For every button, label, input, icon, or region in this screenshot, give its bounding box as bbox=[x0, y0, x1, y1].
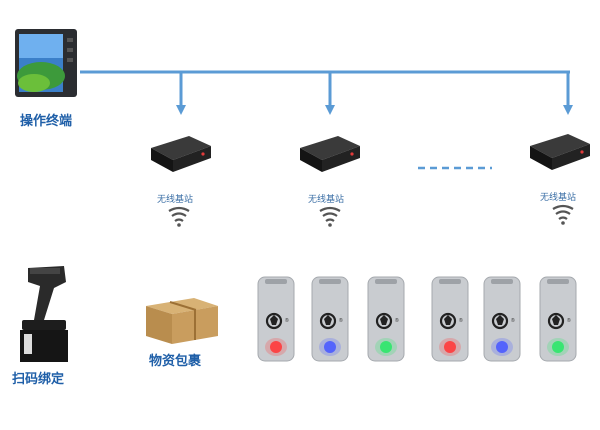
scanner-label: 扫码绑定 bbox=[12, 372, 65, 387]
terminal-device bbox=[14, 28, 80, 100]
scanner-device bbox=[18, 262, 70, 366]
base-station-label-1: 无线基站 bbox=[157, 195, 194, 205]
wireless-signal-icon bbox=[548, 204, 578, 226]
base-station-2 bbox=[298, 134, 362, 174]
package-label: 物资包裹 bbox=[149, 354, 202, 369]
wireless-signal-icon bbox=[315, 206, 345, 228]
base-station-label-3: 无线基站 bbox=[540, 193, 577, 203]
svg-text:®: ® bbox=[339, 317, 343, 324]
cardboard-box-icon bbox=[146, 298, 218, 344]
rfid-tag-icon: ® bbox=[483, 276, 521, 362]
router-box-icon bbox=[530, 134, 590, 170]
rfid-tag-icon: ® bbox=[539, 276, 577, 362]
svg-text:®: ® bbox=[395, 317, 399, 324]
router-box-icon bbox=[151, 136, 211, 172]
svg-text:®: ® bbox=[459, 317, 463, 324]
rfid-tag-icon: ® bbox=[311, 276, 349, 362]
svg-text:®: ® bbox=[285, 317, 289, 324]
rfid-tag-icon: ® bbox=[257, 276, 295, 362]
base-station-label-2: 无线基站 bbox=[308, 195, 345, 205]
wireless-signal-icon bbox=[164, 206, 194, 228]
terminal-label: 操作终端 bbox=[20, 114, 73, 129]
rfid-tag-icon: ® bbox=[367, 276, 405, 362]
tablet-terminal-icon bbox=[15, 29, 77, 97]
barcode-scanner-icon bbox=[20, 266, 68, 362]
base-station-3 bbox=[528, 132, 592, 172]
svg-text:®: ® bbox=[567, 317, 571, 324]
rfid-tag-icon: ® bbox=[431, 276, 469, 362]
package-box bbox=[144, 296, 220, 346]
base-station-1 bbox=[149, 134, 213, 174]
svg-text:®: ® bbox=[511, 317, 515, 324]
router-box-icon bbox=[300, 136, 360, 172]
